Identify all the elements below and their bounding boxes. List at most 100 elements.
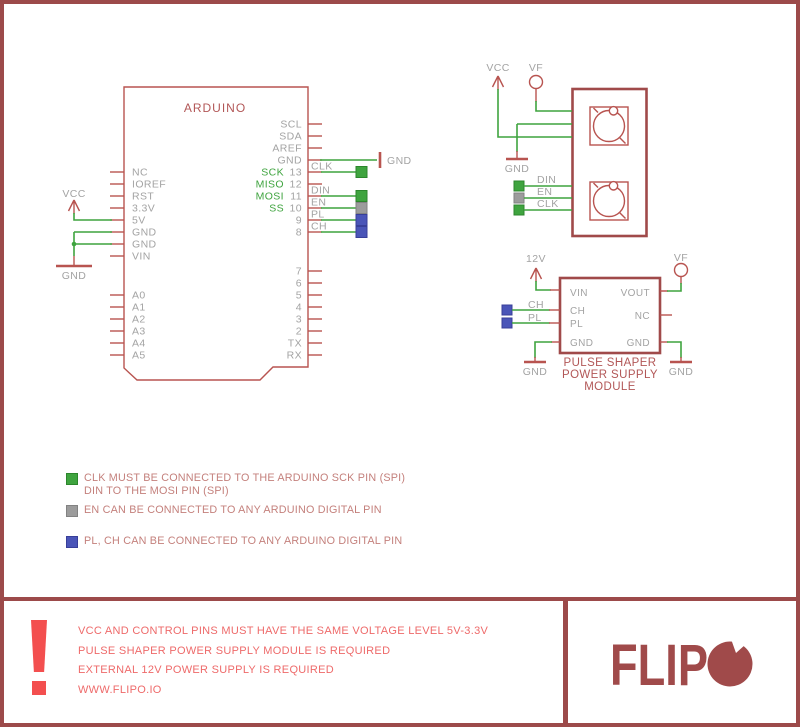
- arduino-pin-label: GND: [132, 239, 157, 251]
- gnd-label-psm-left: GND: [523, 366, 548, 378]
- arduino-pin-label: 5V: [132, 215, 146, 227]
- gnd-label-left: GND: [62, 270, 87, 282]
- signal-square: [355, 166, 368, 178]
- footer-note-line: EXTERNAL 12V POWER SUPPLY IS REQUIRED: [78, 664, 335, 676]
- arduino-spi-label: SS: [269, 203, 284, 215]
- gnd-wire-flip: [516, 123, 572, 152]
- arduino-pin-label: SDA: [279, 131, 302, 143]
- 12v-arrow: [529, 267, 543, 282]
- legend-square-green: [66, 473, 78, 485]
- psm-caption-line2: POWER SUPPLY: [562, 369, 658, 381]
- arduino-pin-label: 8: [296, 227, 302, 239]
- arduino-spi-label: SCK: [261, 167, 284, 179]
- arduino-pin-label: SCL: [280, 119, 302, 131]
- legend-item: EN CAN BE CONNECTED TO ANY ARDUINO DIGIT…: [66, 504, 405, 517]
- legend-item: CLK MUST BE CONNECTED TO THE ARDUINO SCK…: [66, 472, 405, 497]
- arduino-pin-label: AREF: [272, 143, 302, 155]
- psm-caption-line3: MODULE: [584, 381, 636, 393]
- legend-text: CLK MUST BE CONNECTED TO THE ARDUINO SCK…: [84, 472, 405, 497]
- signal-square: [513, 180, 525, 192]
- psm-caption-line1: PULSE SHAPER: [564, 357, 657, 369]
- vf-terminal-psm: [673, 262, 689, 278]
- vcc-arrow-left: [67, 199, 81, 214]
- signal-label: CLK: [311, 161, 333, 173]
- flipdot-notch: [608, 180, 619, 191]
- signal-square: [355, 214, 368, 226]
- arduino-pin-label: NC: [132, 167, 148, 179]
- arduino-pin-label: A4: [132, 338, 146, 350]
- signal-label: CH: [311, 221, 327, 233]
- arduino-pin-label: 5: [296, 290, 302, 302]
- psm-pin-gnd-right: GND: [627, 338, 650, 349]
- signal-square: [513, 204, 525, 216]
- signal-label: CH: [528, 299, 544, 311]
- footer-note-line: VCC AND CONTROL PINS MUST HAVE THE SAME …: [78, 625, 489, 637]
- psm-pin-vin: VIN: [570, 288, 588, 299]
- signal-label: EN: [311, 197, 326, 209]
- arduino-pin-label: A0: [132, 290, 146, 302]
- alert-icon: [31, 620, 47, 695]
- footer-band: VCC AND CONTROL PINS MUST HAVE THE SAME …: [4, 597, 796, 723]
- psm-pin-nc: NC: [635, 311, 650, 322]
- signal-square: [501, 304, 513, 316]
- flipdot-cells: [589, 105, 629, 221]
- arduino-pin-label: A2: [132, 314, 146, 326]
- legend-line: EN CAN BE CONNECTED TO ANY ARDUINO DIGIT…: [84, 504, 382, 516]
- gnd-label-tap: GND: [387, 155, 412, 167]
- legend-item: PL, CH CAN BE CONNECTED TO ANY ARDUINO D…: [66, 535, 405, 548]
- arduino-outline: [123, 86, 309, 381]
- footer-divider: [563, 601, 568, 723]
- signal-label: DIN: [311, 185, 330, 197]
- logo-cell: FLIP: [568, 601, 796, 723]
- signal-label: EN: [537, 186, 552, 198]
- vf-label-psm: VF: [674, 252, 688, 264]
- vcc-label-left: VCC: [62, 188, 85, 200]
- signal-square: [501, 317, 513, 329]
- psm-pin-pl: PL: [570, 319, 583, 330]
- legend-square-gray: [66, 505, 78, 517]
- arduino-pin-label: RST: [132, 191, 154, 203]
- flipdot-module-outline: [571, 87, 648, 238]
- arduino-title: ARDUINO: [184, 101, 246, 115]
- psm-pin-ch: CH: [570, 306, 585, 317]
- vcc-wire-left: [73, 213, 112, 221]
- arduino-pin-label: 12: [290, 179, 302, 191]
- flipdot-cell-frame: [589, 181, 629, 221]
- arduino-pin-label: 3: [296, 314, 302, 326]
- flipdot-logo-icon: [707, 640, 753, 687]
- arduino-pin-label: A5: [132, 350, 146, 362]
- arduino-pin-label: GND: [277, 155, 302, 167]
- vcc-wire-top: [497, 89, 572, 138]
- legend-line: DIN TO THE MOSI PIN (SPI): [84, 484, 229, 497]
- footer-notes: VCC AND CONTROL PINS MUST HAVE THE SAME …: [78, 622, 488, 700]
- arduino-spi-label: MOSI: [256, 191, 284, 203]
- flipdot-disc: [592, 109, 626, 143]
- arduino-pin-label: 4: [296, 302, 302, 314]
- flipdot-tick: [593, 182, 599, 188]
- arduino-pins: NCIOREFRST3.3V5VGNDGNDVINA0A1A2A3A4A5SCL…: [110, 119, 322, 362]
- arduino-pin-label: 11: [290, 191, 302, 203]
- arduino-spi-label: MISO: [256, 179, 284, 191]
- footer-note-line: WWW.FLIPO.IO: [78, 683, 162, 696]
- gnd-wires-left: [73, 231, 112, 256]
- arduino-pin-label: 3.3V: [132, 203, 155, 215]
- arduino-pin-label: A3: [132, 326, 146, 338]
- footer-note-line: PULSE SHAPER POWER SUPPLY MODULE IS REQU…: [78, 644, 391, 657]
- flipdot-tick: [593, 107, 599, 113]
- arduino-pin-label: IOREF: [132, 179, 166, 191]
- alert-dot: [32, 681, 46, 695]
- alert-bar: [31, 620, 47, 672]
- vcc-label-top: VCC: [486, 62, 509, 74]
- flipdot-tail: [619, 212, 626, 219]
- legend-line: PL, CH CAN BE CONNECTED TO ANY ARDUINO D…: [84, 535, 403, 547]
- signal-label: DIN: [537, 174, 556, 186]
- psm-vout-stub: [660, 276, 682, 292]
- gnd-label-psm-right: GND: [669, 366, 694, 378]
- vf-wire-top: [535, 101, 572, 112]
- psm-gndr-wire: [667, 341, 682, 358]
- arduino-pin-label: 9: [296, 215, 302, 227]
- schematic-canvas: ARDUINO NCIOREFRST3.3V5VGNDGNDVINA0A1A2A…: [56, 62, 694, 393]
- arduino-pin-label: 6: [296, 278, 302, 290]
